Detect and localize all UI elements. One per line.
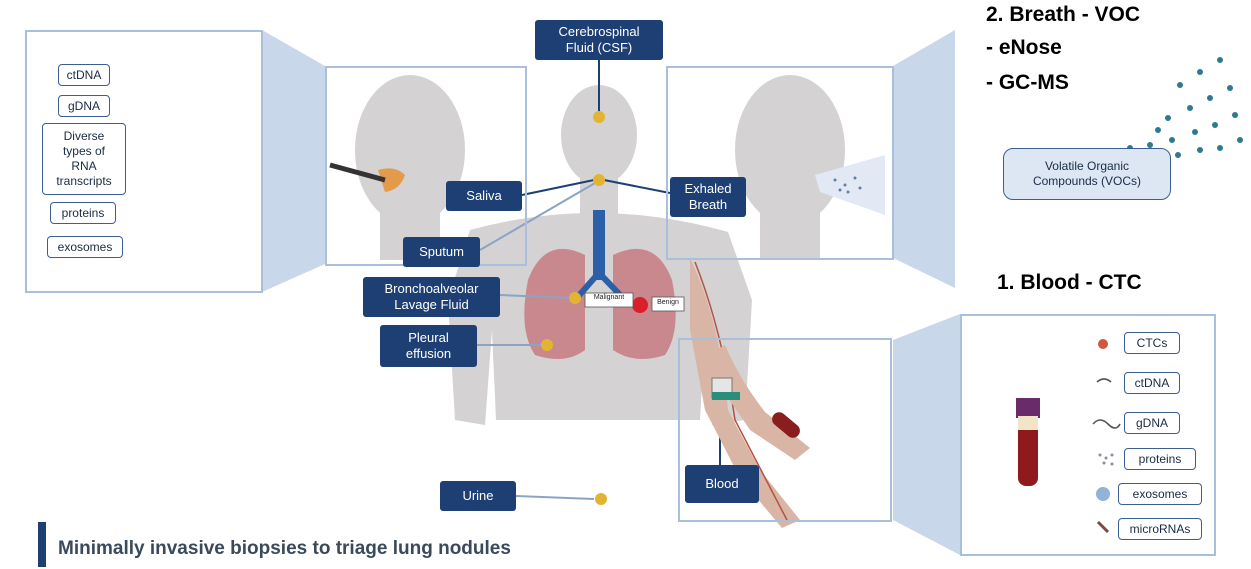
label-balf: Bronchoalveolar Lavage Fluid [363, 277, 500, 317]
label-benign: Benign [652, 299, 684, 306]
label-blood: Blood [685, 465, 759, 503]
label-exhaled-breath: Exhaled Breath [670, 177, 746, 217]
blood-item-gdna: gDNA [1124, 412, 1180, 434]
heading-gcms: - GC-MS [986, 71, 1069, 95]
blood-item-exosomes: exosomes [1118, 483, 1202, 505]
blood-callout-wedge [893, 314, 960, 555]
saliva-item-ctdna: ctDNA [58, 64, 110, 86]
breath-head-frame [666, 66, 894, 260]
label-csf: Cerebrospinal Fluid (CSF) [535, 20, 663, 60]
blood-item-ctdna: ctDNA [1124, 372, 1180, 394]
heading-enose: - eNose [986, 36, 1062, 60]
heading-blood-ctc: 1. Blood - CTC [997, 271, 1142, 295]
voc-box: Volatile Organic Compounds (VOCs) [1003, 148, 1171, 200]
footer-title: Minimally invasive biopsies to triage lu… [58, 538, 511, 560]
label-saliva: Saliva [446, 181, 522, 211]
heading-breath-voc: 2. Breath - VOC [986, 3, 1140, 27]
blood-item-ctcs: CTCs [1124, 332, 1180, 354]
blood-item-micrornas: microRNAs [1118, 518, 1202, 540]
label-sputum: Sputum [403, 237, 480, 267]
saliva-head-frame [325, 66, 527, 266]
label-pleural-effusion: Pleural effusion [380, 325, 477, 367]
saliva-item-exosomes: exosomes [47, 236, 123, 258]
left-callout-wedge [262, 30, 325, 292]
blood-item-proteins: proteins [1124, 448, 1196, 470]
saliva-item-proteins: proteins [50, 202, 116, 224]
footer-bar [38, 522, 46, 567]
label-urine: Urine [440, 481, 516, 511]
saliva-item-rna: Diverse types of RNA transcripts [42, 123, 126, 195]
voc-dots [1127, 57, 1243, 158]
right-callout-wedge [893, 30, 955, 288]
label-malignant: Malignant [585, 294, 633, 301]
saliva-item-gdna: gDNA [58, 95, 110, 117]
